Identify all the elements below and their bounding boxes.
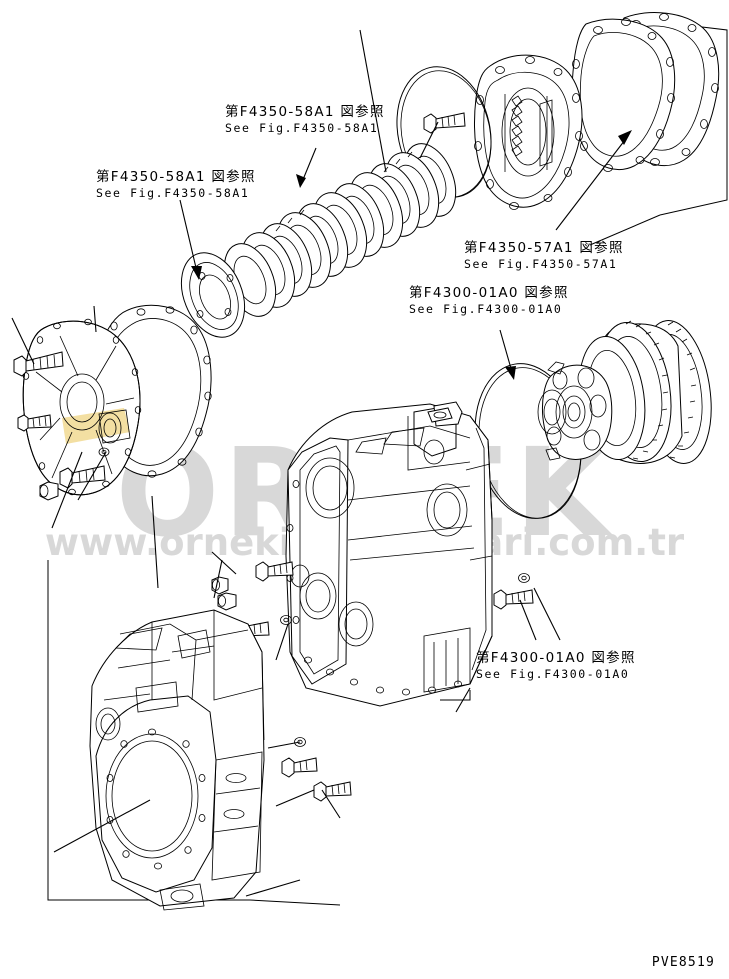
transmission-case [285, 401, 493, 707]
callout-en-text: See Fig.F4350-58A1 [225, 121, 379, 135]
callout-ref-4300-01a0-upper: 第F4300-01A0 図参照 See Fig.F4300-01A0 [409, 285, 569, 317]
o-ring-upper [396, 66, 492, 198]
clutch-disc-stack [223, 143, 457, 317]
callout-en-text: See Fig.F4350-58A1 [96, 186, 250, 200]
callout-jp-text: 第F4350-58A1 図参照 [96, 169, 256, 185]
callout-en-text: See Fig.F4300-01A0 [409, 302, 563, 316]
fasteners-left [13, 351, 110, 501]
callout-jp-text: 第F4350-57A1 図参照 [464, 240, 624, 256]
callout-ref-4350-58a1-top: 第F4350-58A1 図参照 See Fig.F4350-58A1 [225, 104, 385, 136]
leader-lines [11, 29, 632, 897]
fasteners-lower [281, 737, 352, 802]
torque-converter-assembly [537, 320, 712, 464]
callout-ref-4350-58a1-left: 第F4350-58A1 図参照 See Fig.F4350-58A1 [96, 169, 256, 201]
end-cover-left [20, 318, 142, 496]
transfer-case [89, 592, 265, 911]
callout-jp-text: 第F4350-58A1 図参照 [225, 104, 385, 120]
cover-plate-assembly [474, 12, 720, 210]
bolt-upper-center [423, 112, 466, 134]
figure-code: PVE8519 [651, 955, 715, 970]
callout-jp-text: 第F4300-01A0 図参照 [409, 285, 569, 301]
callout-en-text: See Fig.F4350-57A1 [464, 257, 618, 271]
callout-ref-4300-01a0-lower: 第F4300-01A0 図参照 See Fig.F4300-01A0 [476, 650, 636, 682]
callout-en-text: See Fig.F4300-01A0 [476, 667, 630, 681]
callout-ref-4350-57a1: 第F4350-57A1 図参照 See Fig.F4350-57A1 [464, 240, 624, 272]
callout-jp-text: 第F4300-01A0 図参照 [476, 650, 636, 666]
